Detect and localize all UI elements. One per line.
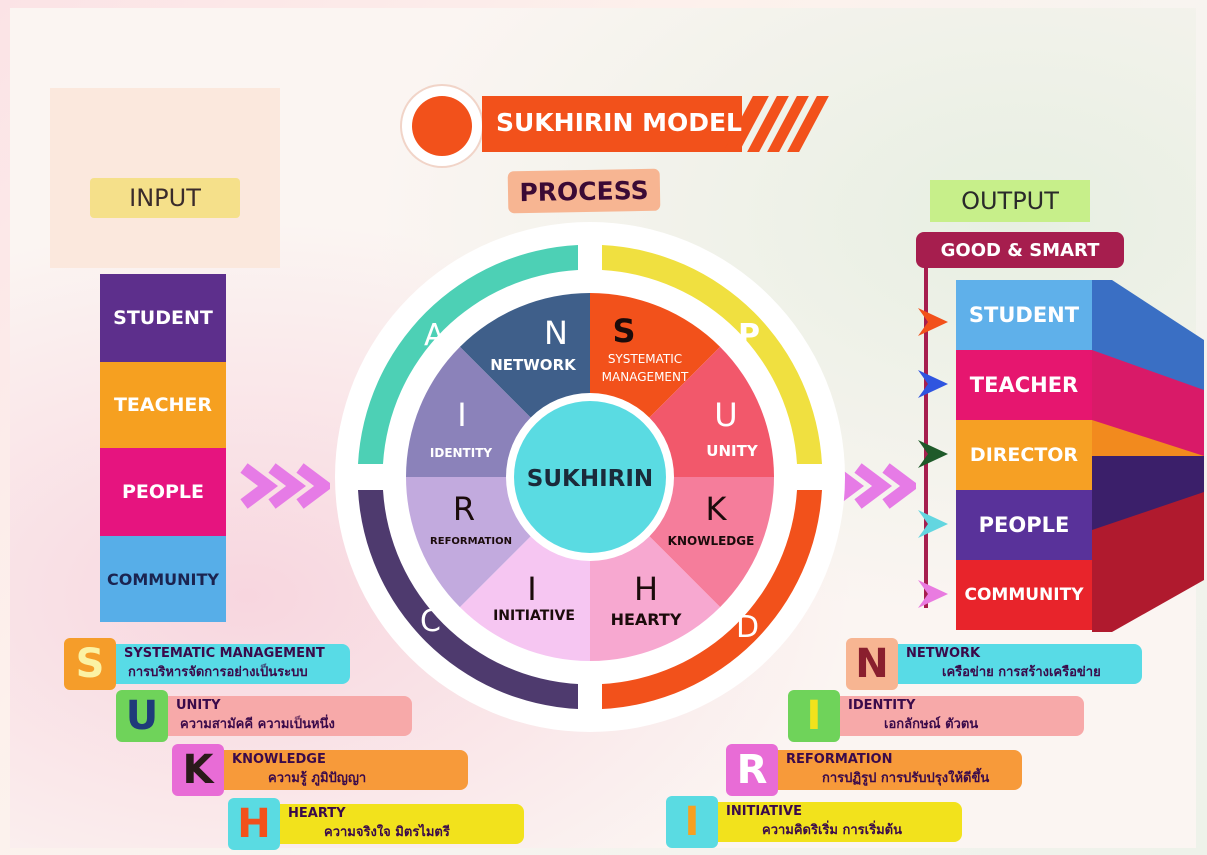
output-student: STUDENT <box>956 280 1092 350</box>
legend-i1-th: เอกลักษณ์ ตัวตน <box>884 717 979 732</box>
segment-knowledge-word: KNOWLEDGE <box>667 534 755 548</box>
segment-network-letter: N <box>544 314 568 352</box>
pointer-icon <box>918 580 948 608</box>
input-label: INPUT <box>90 178 240 218</box>
title-banner: SUKHIRIN MODEL <box>402 86 829 166</box>
legend-left-u: U UNITY ความสามัคคี ความเป็นหนึ่ง <box>116 690 412 742</box>
legend-n-th: เครือข่าย การสร้างเครือข่าย <box>942 665 1101 680</box>
segment-identity-word: IDENTITY <box>429 446 493 460</box>
legend-i2-en: INITIATIVE <box>726 804 802 819</box>
input-community: COMMUNITY <box>100 536 226 622</box>
legend-i2-th: ความคิดริเริ่ม การเริ่มต้น <box>762 823 902 838</box>
k-letter-icon: K <box>172 744 224 796</box>
segment-reformation-word: REFORMATION <box>430 536 512 547</box>
legend-right-n: N NETWORK เครือข่าย การสร้างเครือข่าย <box>846 638 1142 690</box>
segment-hearty-letter: H <box>633 570 659 608</box>
output-sub-label: GOOD & SMART <box>916 232 1124 268</box>
segment-initiative-word: INITIATIVE <box>493 608 575 624</box>
i-letter-icon: I <box>788 690 840 742</box>
output-connector <box>924 268 928 608</box>
title-text: SUKHIRIN MODEL <box>496 108 742 137</box>
legend-h-en: HEARTY <box>288 806 346 821</box>
output-pointer-icons <box>918 308 948 608</box>
legend-k-th: ความรู้ ภูมิปัญญา <box>268 771 367 786</box>
legend-left-k: K KNOWLEDGE ความรู้ ภูมิปัญญา <box>172 744 468 796</box>
s-letter-icon: S <box>64 638 116 690</box>
legend-u-en: UNITY <box>176 698 221 713</box>
segment-reformation-letter: R <box>452 490 476 528</box>
outer-arc-a <box>358 245 578 464</box>
legend-i1-en: IDENTITY <box>848 698 916 713</box>
input-student: STUDENT <box>100 274 226 362</box>
segment-initiative-letter: I <box>527 570 537 608</box>
output-label: OUTPUT <box>930 180 1090 222</box>
legend-r-en: REFORMATION <box>786 752 893 767</box>
output-column: STUDENT TEACHER DIRECTOR PEOPLE COMMUNIT… <box>956 280 1092 630</box>
segment-knowledge-letter: K <box>705 490 727 528</box>
segment-systematic-word: SYSTEMATIC MANAGEMENT <box>601 352 689 384</box>
legend-u-th: ความสามัคคี ความเป็นหนึ่ง <box>180 717 335 732</box>
segment-unity-letter: U <box>714 396 738 434</box>
segment-hearty-word: HEARTY <box>610 610 682 629</box>
pointer-icon <box>918 440 948 468</box>
process-wheel <box>335 222 845 732</box>
letter-a: A <box>424 318 445 353</box>
legend-left-h: H HEARTY ความจริงใจ มิตรไมตรี <box>228 798 524 850</box>
legend-right-i2: I INITIATIVE ความคิดริเริ่ม การเริ่มต้น <box>666 796 962 848</box>
legend-h-th: ความจริงใจ มิตรไมตรี <box>324 825 450 840</box>
center-label: SUKHIRIN <box>526 466 654 492</box>
segment-systematic-letter: S <box>612 312 636 350</box>
pointer-icon <box>918 510 948 538</box>
arrows-input <box>240 463 330 509</box>
outer-arc-d <box>602 490 822 709</box>
legend-k-en: KNOWLEDGE <box>232 752 326 767</box>
legend-s-th: การบริหารจัดการอย่างเป็นระบบ <box>128 665 308 680</box>
legend-s-en: SYSTEMATIC MANAGEMENT <box>124 646 325 661</box>
outer-arc-c <box>358 490 578 709</box>
output-people: PEOPLE <box>956 490 1092 560</box>
letter-p: P <box>738 318 760 353</box>
legend-right-r: R REFORMATION การปฏิรูป การปรับปรุงให้ดีข… <box>726 744 1022 796</box>
process-label: PROCESS <box>507 168 661 214</box>
input-column: STUDENT TEACHER PEOPLE COMMUNITY <box>100 274 226 622</box>
r-letter-icon: R <box>726 744 778 796</box>
input-people: PEOPLE <box>100 448 226 536</box>
legend-n-en: NETWORK <box>906 646 981 661</box>
u-letter-icon: U <box>116 690 168 742</box>
output-director: DIRECTOR <box>956 420 1092 490</box>
legend-right-i1: I IDENTITY เอกลักษณ์ ตัวตน <box>788 690 1084 742</box>
segment-unity-word: UNITY <box>706 442 758 460</box>
letter-d: D <box>736 610 760 645</box>
legend-left-s: S SYSTEMATIC MANAGEMENT การบริหารจัดการอย… <box>64 638 350 690</box>
h-letter-icon: H <box>228 798 280 850</box>
legend-r-th: การปฏิรูป การปรับปรุงให้ดีขึ้น <box>822 771 990 786</box>
segment-network-word: NETWORK <box>490 356 576 374</box>
outer-arc-p <box>602 245 822 464</box>
i-letter-icon: I <box>666 796 718 848</box>
output-community: COMMUNITY <box>956 560 1092 630</box>
segment-identity-letter: I <box>457 396 467 434</box>
input-teacher: TEACHER <box>100 362 226 448</box>
pointer-icon <box>918 370 948 398</box>
n-letter-icon: N <box>846 638 898 690</box>
letter-c: C <box>420 604 441 639</box>
output-prism <box>1092 280 1204 632</box>
pointer-icon <box>918 308 948 336</box>
output-teacher: TEACHER <box>956 350 1092 420</box>
